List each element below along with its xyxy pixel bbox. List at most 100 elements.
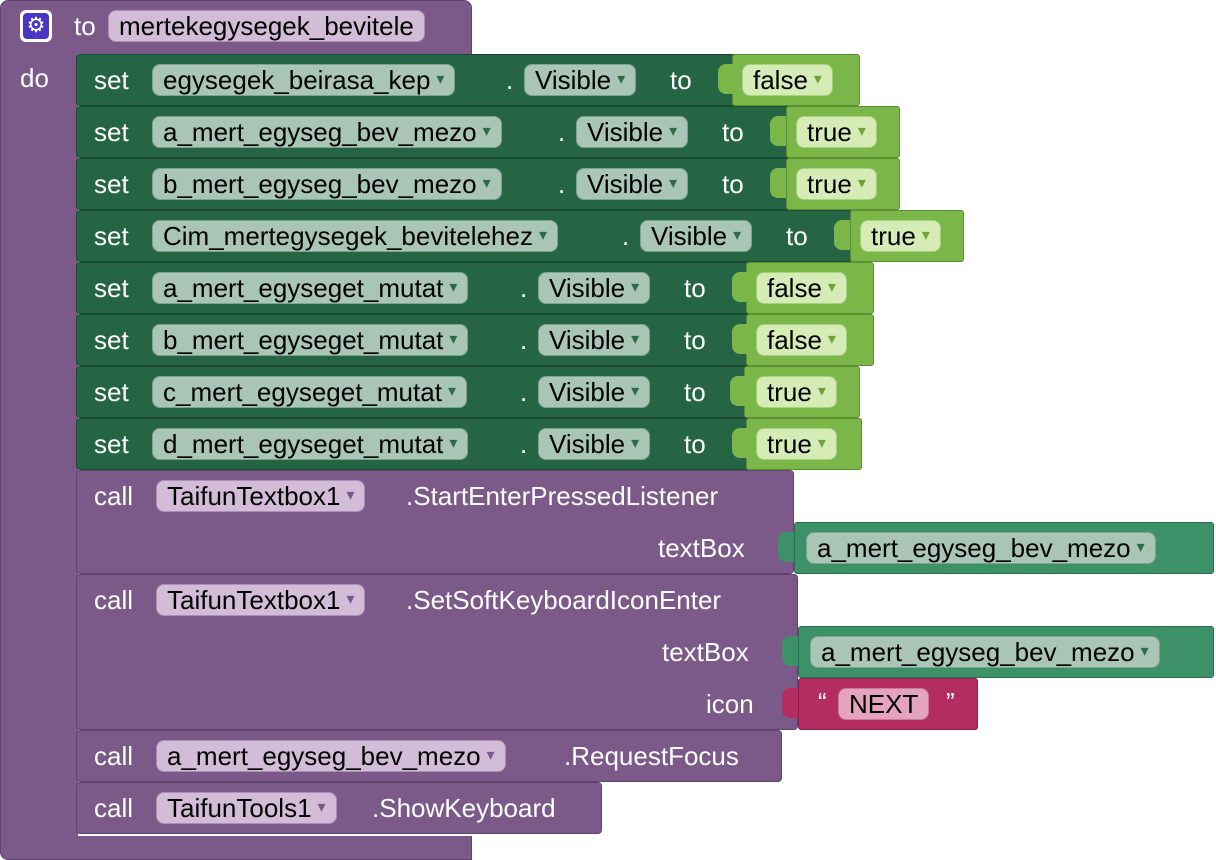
- chevron-down-icon: ▾: [346, 487, 355, 505]
- set-keyword: set: [94, 65, 129, 95]
- component-dropdown[interactable]: egysegek_beirasa_kep▾: [152, 64, 456, 96]
- chevron-down-icon: ▾: [482, 123, 491, 141]
- component-name: TaifunTextbox1: [167, 585, 341, 615]
- call-keyword: call: [94, 793, 134, 823]
- chevron-down-icon: ▾: [482, 175, 491, 193]
- chevron-down-icon: ▾: [669, 123, 678, 141]
- property-dropdown[interactable]: Visible▾: [640, 220, 753, 252]
- boolean-dropdown[interactable]: false▾: [756, 324, 847, 356]
- component-dropdown[interactable]: a_mert_egyseg_bev_mezo ▾: [810, 636, 1160, 668]
- property-dropdown[interactable]: Visible▾: [576, 168, 689, 200]
- connector-tab: [730, 376, 746, 406]
- chevron-down-icon: ▾: [921, 227, 930, 245]
- component-dropdown[interactable]: a_mert_egyseg_bev_mezo▾: [806, 532, 1156, 564]
- connector-tab: [732, 428, 748, 458]
- connector-tab: [782, 688, 798, 718]
- component-dropdown[interactable]: TaifunTextbox1 ▾: [156, 480, 366, 512]
- text-value-field[interactable]: NEXT: [838, 688, 930, 720]
- chevron-down-icon: ▾: [827, 331, 836, 349]
- chevron-down-icon: ▾: [346, 591, 355, 609]
- property-name: Visible: [549, 325, 626, 355]
- method-name: .ShowKeyboard: [372, 793, 556, 823]
- component-name: a_mert_egyseg_bev_mezo: [163, 117, 477, 147]
- text-value: NEXT: [849, 689, 919, 719]
- boolean-dropdown[interactable]: true▾: [756, 428, 837, 460]
- component-name: b_mert_egyseget_mutat: [163, 325, 444, 355]
- dot-separator: .: [520, 429, 528, 459]
- dot-separator: .: [506, 65, 514, 95]
- boolean-dropdown[interactable]: false ▾: [742, 64, 833, 96]
- boolean-value: true: [871, 221, 916, 251]
- boolean-value: true: [807, 169, 852, 199]
- chevron-down-icon: ▾: [631, 279, 640, 297]
- param-label-icon: icon: [706, 689, 754, 719]
- component-dropdown[interactable]: TaifunTextbox1 ▾: [156, 584, 366, 616]
- property-name: Visible: [535, 65, 612, 95]
- dot-separator: .: [622, 221, 630, 251]
- chevron-down-icon: ▾: [449, 331, 458, 349]
- property-name: Visible: [587, 169, 664, 199]
- component-dropdown[interactable]: a_mert_egyseget_mutat▾: [152, 272, 469, 304]
- component-dropdown[interactable]: TaifunTools1▾: [156, 792, 337, 824]
- procedure-body-rail[interactable]: [0, 52, 78, 842]
- property-dropdown[interactable]: Visible▾: [576, 116, 689, 148]
- property-name: Visible: [549, 377, 626, 407]
- method-name: .StartEnterPressedListener: [406, 481, 719, 511]
- property-dropdown[interactable]: Visible ▾: [538, 324, 651, 356]
- component-dropdown[interactable]: b_mert_egyseget_mutat ▾: [152, 324, 469, 356]
- connector-tab: [770, 116, 786, 146]
- boolean-dropdown[interactable]: false▾: [756, 272, 847, 304]
- set-keyword: set: [94, 117, 129, 147]
- chevron-down-icon: ▾: [631, 331, 640, 349]
- component-dropdown[interactable]: b_mert_egyseg_bev_mezo ▾: [152, 168, 502, 200]
- connector-tab: [732, 272, 748, 302]
- boolean-value: false: [753, 65, 808, 95]
- connector-tab: [718, 64, 734, 94]
- component-dropdown[interactable]: d_mert_egyseget_mutat▾: [152, 428, 469, 460]
- quote-open: “: [818, 687, 827, 717]
- component-name: a_mert_egyseg_bev_mezo: [821, 637, 1135, 667]
- component-dropdown[interactable]: c_mert_egyseget_mutat▾: [152, 376, 467, 408]
- component-name: a_mert_egyseg_bev_mezo: [167, 741, 481, 771]
- component-name: TaifunTools1: [167, 793, 312, 823]
- component-name: b_mert_egyseg_bev_mezo: [163, 169, 477, 199]
- component-name: Cim_mertegysegek_bevitelehez: [163, 221, 533, 251]
- property-dropdown[interactable]: Visible▾: [538, 272, 651, 304]
- boolean-dropdown[interactable]: true▾: [756, 376, 837, 408]
- property-dropdown[interactable]: Visible▾: [538, 428, 651, 460]
- boolean-value: true: [807, 117, 852, 147]
- procedure-footer[interactable]: [0, 836, 472, 860]
- call-keyword: call: [94, 741, 134, 771]
- component-dropdown[interactable]: Cim_mertegysegek_bevitelehez▾: [152, 220, 558, 252]
- param-label-textbox: textBox: [662, 637, 749, 667]
- chevron-down-icon: ▾: [436, 71, 445, 89]
- chevron-down-icon: ▾: [1140, 643, 1149, 661]
- call-block[interactable]: [76, 782, 602, 834]
- property-dropdown[interactable]: Visible▾: [524, 64, 637, 96]
- chevron-down-icon: ▾: [857, 123, 866, 141]
- chevron-down-icon: ▾: [813, 71, 822, 89]
- chevron-down-icon: ▾: [1136, 539, 1145, 557]
- to-keyword: to: [722, 169, 744, 199]
- boolean-dropdown[interactable]: true ▾: [860, 220, 941, 252]
- gear-icon[interactable]: ⚙: [20, 10, 52, 42]
- call-keyword: call: [94, 481, 134, 511]
- quote-close: ”: [946, 687, 955, 717]
- component-dropdown[interactable]: a_mert_egyseg_bev_mezo▾: [156, 740, 506, 772]
- procedure-do-keyword: do: [20, 63, 49, 93]
- component-name: d_mert_egyseget_mutat: [163, 429, 444, 459]
- set-keyword: set: [94, 221, 129, 251]
- set-keyword: set: [94, 169, 129, 199]
- connector-tab: [732, 324, 748, 354]
- procedure-name: mertekegysegek_bevitele: [119, 11, 414, 41]
- connector-tab: [770, 168, 786, 198]
- property-dropdown[interactable]: Visible▾: [538, 376, 651, 408]
- boolean-dropdown[interactable]: true ▾: [796, 116, 877, 148]
- property-name: Visible: [549, 429, 626, 459]
- chevron-down-icon: ▾: [447, 383, 456, 401]
- set-keyword: set: [94, 325, 129, 355]
- component-name: TaifunTextbox1: [167, 481, 341, 511]
- boolean-dropdown[interactable]: true▾: [796, 168, 877, 200]
- component-dropdown[interactable]: a_mert_egyseg_bev_mezo ▾: [152, 116, 502, 148]
- procedure-name-field[interactable]: mertekegysegek_bevitele: [108, 10, 425, 42]
